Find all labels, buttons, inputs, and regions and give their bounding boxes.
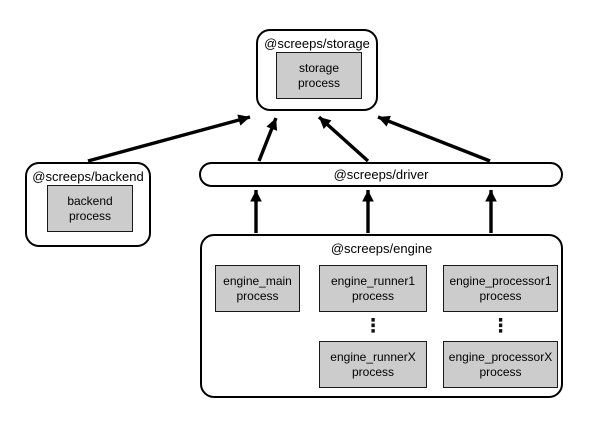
node-storage-title: @screeps/storage <box>264 36 370 51</box>
node-engine-title: @screeps/engine <box>330 241 433 256</box>
node-driver: @screeps/driver <box>199 162 563 187</box>
edge-driver-to-storage-middle <box>317 115 370 163</box>
node-backend: @screeps/backend backend process <box>25 162 151 247</box>
edge-backend-to-storage <box>87 114 251 163</box>
backend-process-box: backend process <box>47 185 133 232</box>
engine-main-process-box: engine_main process <box>215 265 300 312</box>
vertical-ellipsis-icon: ⋮ <box>363 314 383 337</box>
node-driver-title: @screeps/driver <box>333 167 429 182</box>
node-backend-title: @screeps/backend <box>32 169 144 184</box>
engine-processorX-process-box: engine_processorX process <box>443 341 558 388</box>
edge-driver-to-storage-right <box>377 115 491 163</box>
edge-driver-to-storage-left <box>257 117 278 162</box>
node-storage: @screeps/storage storage process <box>256 29 378 111</box>
storage-process-box: storage process <box>276 52 362 99</box>
engine-runnerX-process-box: engine_runnerX process <box>319 341 427 388</box>
vertical-ellipsis-icon: ⋮ <box>491 314 510 337</box>
engine-runner1-process-box: engine_runner1 process <box>319 265 427 312</box>
node-engine: @screeps/engine engine_main process engi… <box>200 234 563 398</box>
engine-processor1-process-box: engine_processor1 process <box>443 265 558 312</box>
